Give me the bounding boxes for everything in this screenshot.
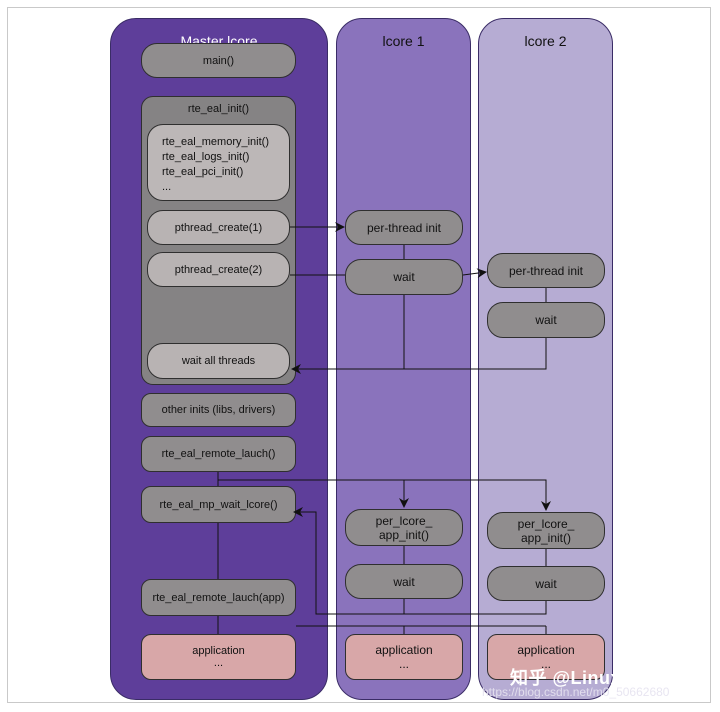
remote-launch-app-box: rte_eal_remote_lauch(app) [141,579,296,616]
main-box: main() [141,43,296,78]
lcore2-application-label: application [517,643,575,657]
figure-frame [7,7,711,703]
lcore1-per-lcore-line1: per_lcore_ [375,513,433,528]
lcore1-title: lcore 1 [382,33,425,49]
lcore2-per-thread-init-box: per-thread init [487,253,605,288]
remote-launch-box: rte_eal_remote_lauch() [141,436,296,472]
lcore1-per-lcore-app-init-box: per_lcore_ app_init() [345,509,463,546]
lcore2-per-lcore-line1: per_lcore_ [517,516,575,531]
lcore1-application-box: application ... [345,634,463,680]
init-call-pci: rte_eal_pci_init() [162,166,244,178]
init-calls-box: rte_eal_memory_init() rte_eal_logs_init(… [147,124,290,201]
arrow-lcore-waits-to-mpwait [293,507,547,615]
line-lcore2-wait-to-waitall [291,338,547,374]
lcore1-wait1-box: wait [345,259,463,295]
lcore1-application-label: application [375,643,433,657]
mp-wait-lcore-box: rte_eal_mp_wait_lcore() [141,486,296,523]
lcore2-per-lcore-line2: app_init() [520,530,572,545]
lcore1-application-ellipsis: ... [398,657,409,671]
init-call-ellipsis: ... [162,181,172,193]
wait-all-threads-box: wait all threads [147,343,290,379]
master-application-box: application ... [141,634,296,680]
lcore2-per-lcore-app-init-box: per_lcore_ app_init() [487,512,605,549]
init-call-logs: rte_eal_logs_init() [162,151,250,163]
lcore1-per-thread-init-box: per-thread init [345,210,463,245]
lcore2-application-ellipsis: ... [540,657,551,671]
lcore2-application-box: application ... [487,634,605,680]
watermark-url: https://blog.csdn.net/m0_50662680 [482,685,670,699]
pthread-create-1-box: pthread_create(1) [147,210,290,245]
rte-eal-init-title: rte_eal_init() [187,103,250,115]
master-application-label: application [192,645,245,657]
arrow-remote-launch-to-lcores [217,472,551,511]
lcore1-per-lcore-line2: app_init() [378,527,430,542]
lcore2-title: lcore 2 [524,33,567,49]
other-inits-box: other inits (libs, drivers) [141,393,296,427]
lcore2-wait1-box: wait [487,302,605,338]
lcore1-wait2-box: wait [345,564,463,599]
pthread-create-2-box: pthread_create(2) [147,252,290,287]
master-application-ellipsis: ... [213,657,224,669]
watermark-text: 知乎 @Linux分享官 [510,668,677,688]
lcore2-wait2-box: wait [487,566,605,601]
init-call-memory: rte_eal_memory_init() [162,136,269,148]
